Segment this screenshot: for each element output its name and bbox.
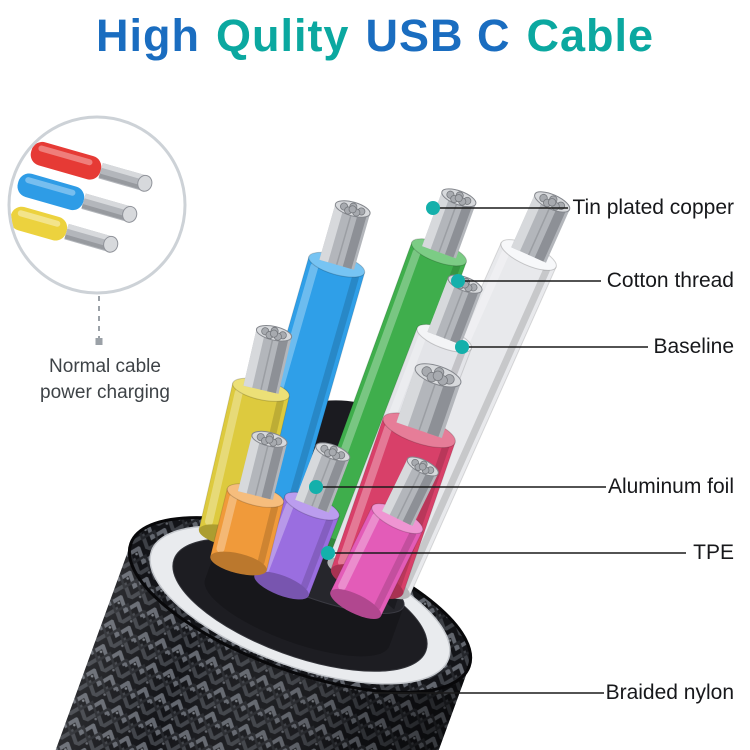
label-braided-nylon: Braided nylon [605,681,734,704]
title-word: USB C [365,10,511,61]
inset-wire-red [30,141,153,192]
normal-cable-inset [7,115,187,295]
label-tin-plated-copper: Tin plated copper [572,196,735,219]
wire-bundle [198,188,571,619]
wire-magenta [329,456,439,619]
inset-caption-line2: power charging [40,381,170,403]
label-aluminum-foil: Aluminum foil [607,475,734,498]
page-title: High Qulity USB C Cable [0,10,750,62]
label-tpe: TPE [693,541,734,564]
inset-wire-yellow [10,206,119,253]
label-dot-tpe [321,546,335,560]
cable-cutaway [0,188,571,750]
wire-orange [209,430,288,576]
title-word: High [95,10,200,61]
label-dot-tin-plated-copper [426,201,440,215]
label-dot-baseline [455,340,469,354]
wire-purple [253,442,351,600]
label-dots [309,201,469,560]
inset-connector-end [95,338,103,345]
label-leader-lines [316,207,686,694]
label-dot-aluminum-foil [309,480,323,494]
label-baseline: Baseline [653,335,734,358]
title-word: Cable [526,10,655,61]
label-dot-cotton-thread [451,274,465,288]
inset-caption: Normal cable power charging [20,354,190,405]
label-cotton-thread: Cotton thread [606,269,734,292]
inset-caption-line1: Normal cable [49,356,161,377]
inset-wire-blue [17,173,138,223]
title-word: Qulity [215,10,350,61]
